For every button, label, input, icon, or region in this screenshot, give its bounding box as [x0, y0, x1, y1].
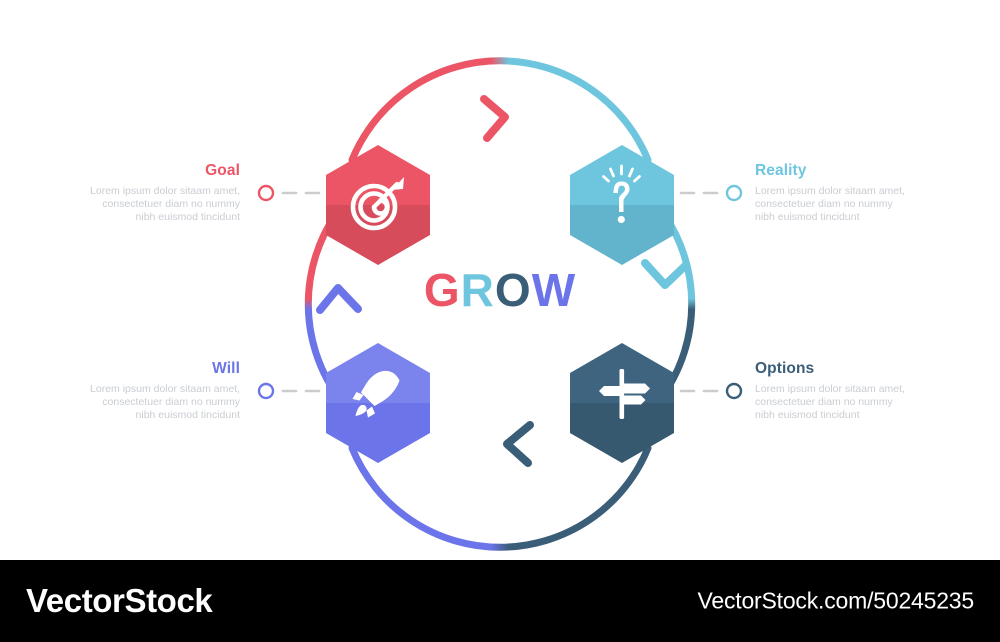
label-desc-will: Lorem ipsum dolor sitaam amet, consectet… — [90, 383, 240, 422]
arrow-options-to-will — [348, 421, 652, 551]
label-desc-options: Lorem ipsum dolor sitaam amet, consectet… — [755, 383, 905, 422]
label-desc-goal: Lorem ipsum dolor sitaam amet, consectet… — [90, 185, 240, 224]
label-desc-reality: Lorem ipsum dolor sitaam amet, consectet… — [755, 185, 905, 224]
question-idea-icon — [602, 164, 641, 224]
arrow-will-to-goal — [304, 210, 362, 398]
grow-letter-r: R — [460, 264, 495, 316]
vectorstock-brand: VectorStock — [26, 582, 213, 619]
grow-letter-o: O — [494, 264, 532, 316]
target-icon — [350, 181, 400, 231]
hexagon-options[interactable] — [570, 338, 674, 468]
label-block-reality: Reality Lorem ipsum dolor sitaam amet, c… — [755, 162, 985, 225]
hexagon-reality[interactable] — [570, 140, 674, 270]
label-block-options: Options Lorem ipsum dolor sitaam amet, c… — [755, 360, 985, 423]
arrow-reality-to-options — [641, 210, 696, 398]
grow-cycle-diagram — [257, 57, 743, 551]
hexagon-goal[interactable] — [326, 140, 430, 270]
connector-reality — [679, 184, 743, 202]
connector-options — [679, 382, 743, 400]
center-wordmark: GROW — [0, 264, 1000, 316]
infographic-canvas: Goal Lorem ipsum dolor sitaam amet, cons… — [0, 57, 1000, 551]
vectorstock-url: VectorStock.com/50245235 — [697, 587, 975, 614]
rocket-icon — [352, 370, 400, 418]
signpost-icon — [599, 369, 650, 419]
label-title-will: Will — [212, 360, 240, 377]
connector-will — [257, 382, 321, 400]
label-title-reality: Reality — [755, 162, 807, 179]
label-title-options: Options — [755, 360, 815, 377]
label-block-will: Will Lorem ipsum dolor sitaam amet, cons… — [10, 360, 240, 423]
grow-letter-g: G — [423, 264, 461, 316]
hexagon-will[interactable] — [326, 338, 430, 468]
cycle-arrows — [304, 57, 696, 551]
grow-letter-w: W — [531, 264, 577, 316]
label-block-goal: Goal Lorem ipsum dolor sitaam amet, cons… — [10, 162, 240, 225]
watermark-footer: VectorStock VectorStock.com/50245235 — [0, 560, 1000, 642]
arrow-goal-to-reality — [348, 57, 652, 164]
label-title-goal: Goal — [205, 162, 240, 179]
connector-goal — [257, 184, 321, 202]
